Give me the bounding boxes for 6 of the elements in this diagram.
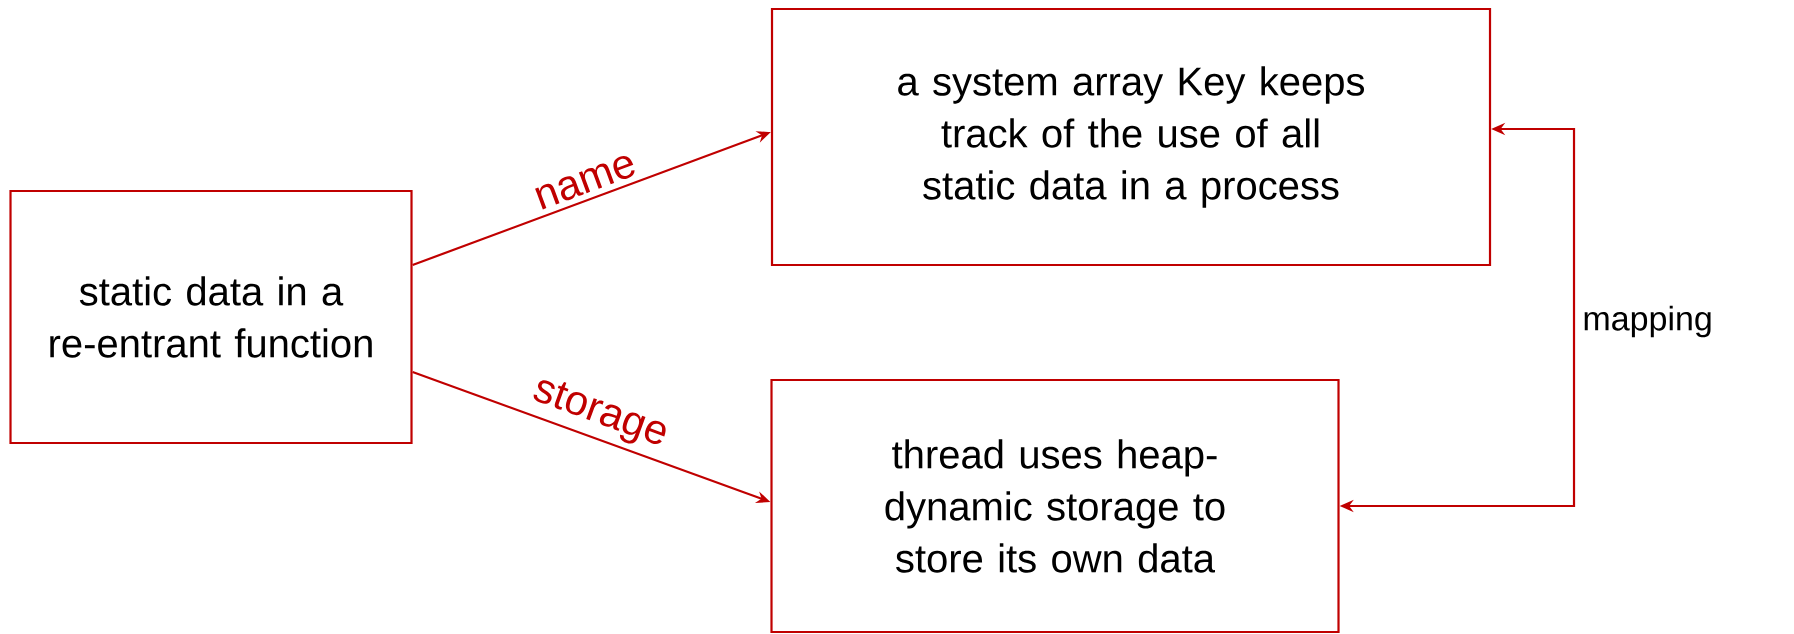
edge-label: storage xyxy=(525,370,675,458)
edge-label: mapping xyxy=(1580,303,1715,340)
process-box: static data in a re-entrant function xyxy=(9,189,413,445)
process-box: a system array Key keeps track of the use of all static data in a process xyxy=(770,7,1492,267)
process-box: thread uses heap-dynamic storage to store its own data xyxy=(770,378,1340,634)
edge-label: name xyxy=(529,150,642,214)
